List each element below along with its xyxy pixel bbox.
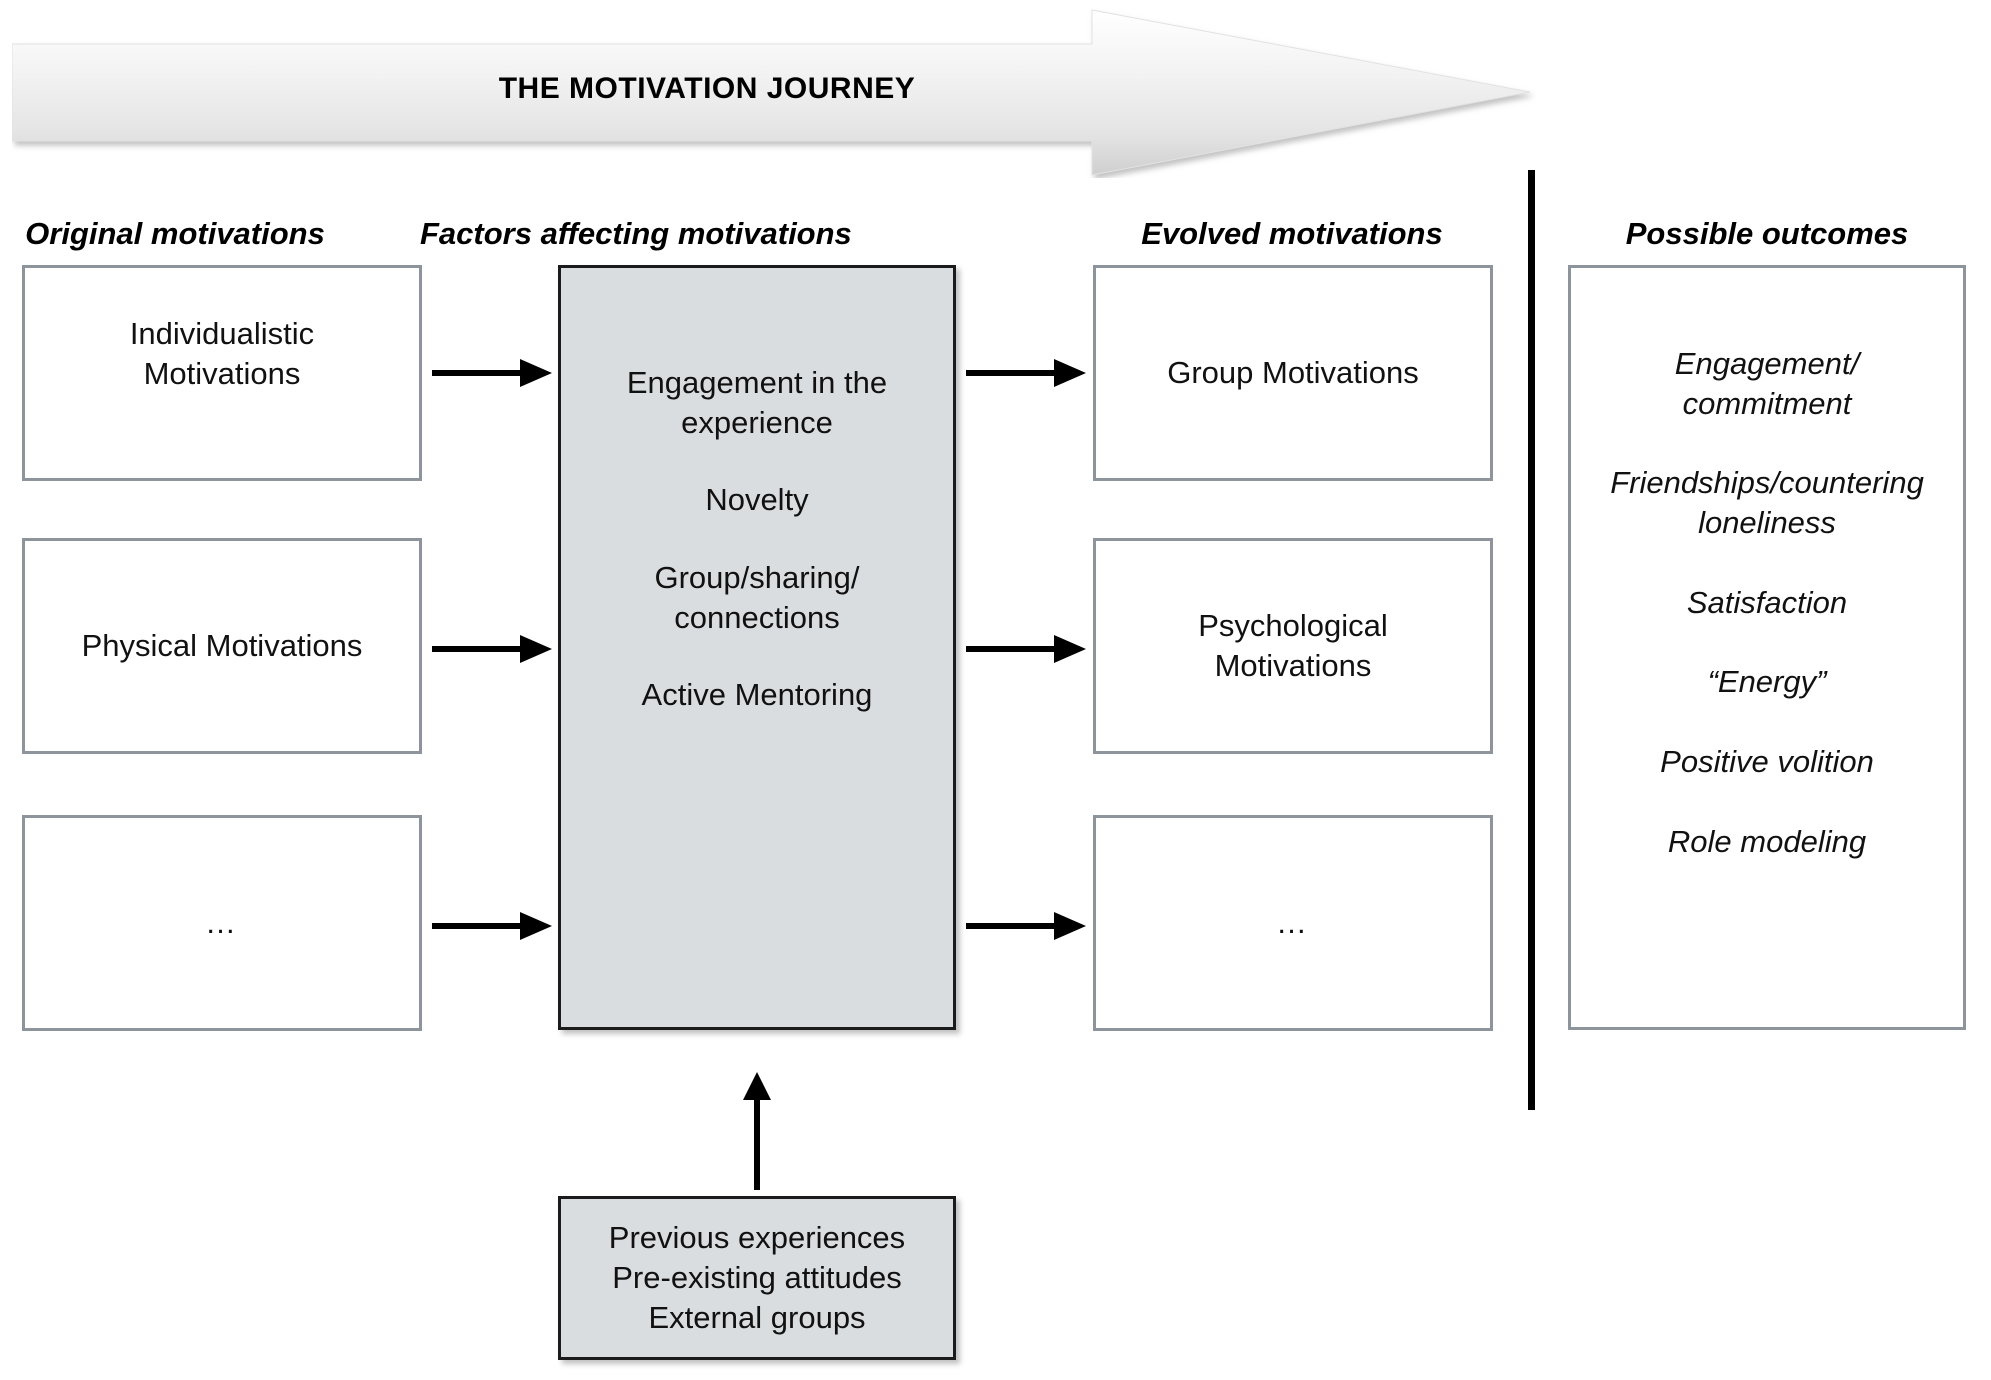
- column-header-factors: Factors affecting motivations: [420, 216, 852, 251]
- outcome-item-2: Friendships/countering loneliness: [1610, 465, 1924, 541]
- box-original-more[interactable]: …: [22, 815, 422, 1031]
- box-evolved-more[interactable]: …: [1093, 815, 1493, 1031]
- column-header-possible-outcomes: Possible outcomes: [1625, 216, 1909, 251]
- box-possible-outcomes[interactable]: Engagement/ commitment Friendships/count…: [1568, 265, 1966, 1030]
- column-header-evolved-motivations: Evolved motivations: [1141, 216, 1443, 251]
- factor-item-2: Novelty: [705, 482, 809, 518]
- outcome-item-1: Engagement/ commitment: [1674, 346, 1860, 421]
- arrow-right-icon-row1-right: [966, 352, 1088, 394]
- box-physical-motivations[interactable]: Physical Motivations: [22, 538, 422, 754]
- right-arrow-banner-icon: [12, 9, 1531, 176]
- box-line-2: Motivations: [143, 356, 301, 391]
- factor-item-4: Active Mentoring: [641, 677, 873, 713]
- context-line-3: External groups: [648, 1300, 866, 1336]
- arrow-right-icon-row2-left: [432, 628, 554, 670]
- factor-item-3: Group/sharing/ connections: [654, 560, 860, 635]
- box-previous-context[interactable]: Previous experiences Pre-existing attitu…: [558, 1196, 956, 1360]
- box-line-1: Group Motivations: [1167, 355, 1419, 391]
- box-psychological-motivations[interactable]: Psychological Motivations: [1093, 538, 1493, 754]
- box-line-2: Motivations: [1214, 648, 1372, 683]
- outcome-item-6: Role modeling: [1667, 823, 1867, 859]
- vertical-divider: [1528, 170, 1535, 1110]
- arrow-up-icon-context: [735, 1070, 779, 1190]
- factor-item-1: Engagement in the experience: [626, 365, 888, 440]
- arrow-right-icon-row2-right: [966, 628, 1088, 670]
- box-factors-affecting-motivations[interactable]: Engagement in the experience Novelty Gro…: [558, 265, 956, 1030]
- column-header-original-motivations: Original motivations: [25, 216, 325, 251]
- ellipsis-label: …: [1276, 905, 1310, 941]
- motivation-journey-banner: THE MOTIVATION JOURNEY: [12, 8, 1537, 178]
- box-individualistic-motivations[interactable]: Individualistic Motivations: [22, 265, 422, 481]
- context-line-1: Previous experiences: [608, 1219, 906, 1255]
- box-line-1: Physical Motivations: [81, 628, 363, 664]
- banner-title: THE MOTIVATION JOURNEY: [498, 72, 916, 105]
- outcome-item-3: Satisfaction: [1686, 584, 1848, 620]
- box-line-1: Psychological: [1198, 608, 1388, 644]
- arrow-right-icon-row3-left: [432, 905, 554, 947]
- outcome-item-4: “Energy”: [1707, 664, 1827, 700]
- box-group-motivations[interactable]: Group Motivations: [1093, 265, 1493, 481]
- arrow-right-icon-row1-left: [432, 352, 554, 394]
- arrow-right-icon-row3-right: [966, 905, 1088, 947]
- outcome-item-5: Positive volition: [1660, 744, 1874, 780]
- context-line-2: Pre-existing attitudes: [612, 1259, 902, 1295]
- ellipsis-label: …: [205, 905, 239, 941]
- box-line-1: Individualistic: [129, 316, 315, 352]
